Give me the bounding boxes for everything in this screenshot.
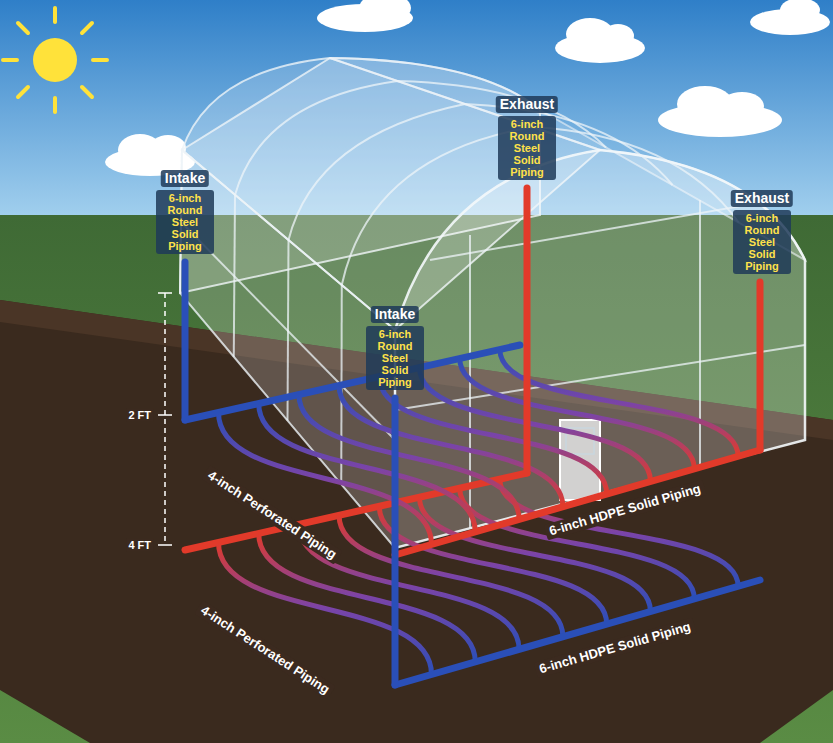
cloud [750,0,830,35]
riser-pipes [185,188,760,685]
sun-ray [82,87,92,97]
sun-disc [33,38,77,82]
perforated-pipe [500,350,738,457]
dimension-tick [158,544,172,546]
sun-rays [3,8,107,112]
cloud-part [359,0,411,23]
pipe-spec: 6-inch Round Steel Solid Piping [733,210,791,274]
sun-ray [18,23,28,33]
pipe-heading: Exhaust [731,190,793,207]
pipe-heading: Intake [371,306,419,323]
rib [289,104,673,240]
pipe-heading: Intake [161,170,209,187]
cloud [317,0,413,32]
perforated-pipe [460,359,695,469]
cloud-part [780,0,820,22]
stud [699,200,701,468]
rail [181,222,395,440]
rib [235,81,606,195]
depth-dimension [158,293,172,545]
depth-label: 2 FT [126,409,153,422]
perforated-pipe [500,480,738,587]
sun-ray [3,58,17,62]
sun-ray [53,98,57,112]
cloud-part [150,135,186,161]
dimension-tick [158,292,172,294]
greenhouse [180,58,805,548]
sun-ray [18,87,28,97]
rail [430,200,775,260]
sun [3,8,107,112]
cloud [658,86,782,137]
sun-ray [93,58,107,62]
cloud [555,18,645,63]
depth-label: 4 FT [126,539,153,552]
pipe-spec: 6-inch Round Steel Solid Piping [498,116,556,180]
cloud-part [602,24,634,48]
intake-header [395,580,760,685]
pipe-heading: Exhaust [496,96,558,113]
cloud-part [720,92,764,120]
pipe-spec: 6-inch Round Steel Solid Piping [366,326,424,390]
sun-ray [53,8,57,22]
intake-riser [392,398,399,685]
exhaust-riser [757,282,764,450]
exhaust-riser [524,188,531,473]
dimension-line [164,293,166,545]
intake-riser [182,262,189,420]
perforated-pipes [219,350,739,545]
sun-ray [82,23,92,33]
exhaust-header [395,450,760,555]
dimension-tick [158,414,172,416]
pipe-spec: 6-inch Round Steel Solid Piping [156,190,214,254]
perforated-pipes [219,480,739,675]
